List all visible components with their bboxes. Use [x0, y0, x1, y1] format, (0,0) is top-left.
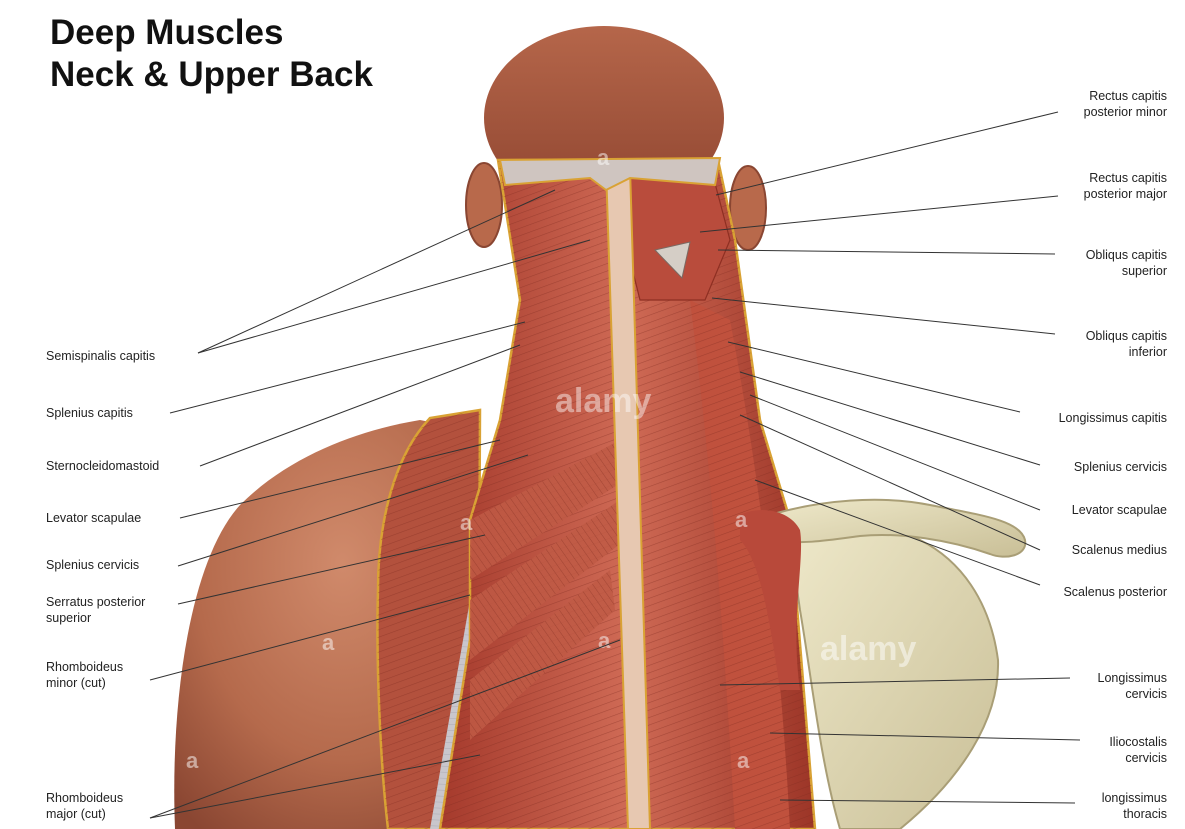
title-line-2: Neck & Upper Back [50, 54, 373, 96]
page-title: Deep Muscles Neck & Upper Back [50, 12, 373, 96]
label-rectus-capitis-posterior-major: Rectus capitis posterior major [1084, 170, 1167, 202]
label-semispinalis-capitis: Semispinalis capitis [46, 348, 155, 364]
leader-longissimus-capitis [728, 342, 1020, 412]
label-line: cervicis [1098, 686, 1167, 702]
watermark-a-1: a [597, 145, 610, 170]
label-levator-scapulae-right: Levator scapulae [1072, 502, 1167, 518]
label-iliocostalis-cervicis: Iliocostalis cervicis [1109, 734, 1167, 766]
title-line-1: Deep Muscles [50, 12, 373, 54]
label-line: Obliqus capitis [1086, 247, 1167, 263]
label-line: Rectus capitis [1084, 170, 1167, 186]
right-scapula [790, 525, 998, 829]
label-obliquus-capitis-inferior: Obliqus capitis inferior [1086, 328, 1167, 360]
label-splenius-cervicis-left: Splenius cervicis [46, 557, 139, 573]
watermark-a-5: a [598, 628, 611, 653]
label-scalenus-medius: Scalenus medius [1072, 542, 1167, 558]
label-line: thoracis [1102, 806, 1167, 822]
leader-splenius-capitis [170, 322, 525, 413]
label-line: longissimus [1102, 790, 1167, 806]
label-line: minor (cut) [46, 675, 123, 691]
watermark-a-7: a [737, 748, 750, 773]
leader-obliquus-inferior [712, 298, 1055, 334]
label-line: inferior [1086, 344, 1167, 360]
watermark-a-2: a [460, 510, 473, 535]
label-line: superior [1086, 263, 1167, 279]
label-levator-scapulae-left: Levator scapulae [46, 510, 141, 526]
label-line: Serratus posterior [46, 594, 145, 610]
leader-obliquus-superior [718, 250, 1055, 254]
watermark-a-6: a [186, 748, 199, 773]
label-line: superior [46, 610, 145, 626]
label-line: posterior major [1084, 186, 1167, 202]
label-sternocleidomastoid: Sternocleidomastoid [46, 458, 159, 474]
label-line: cervicis [1109, 750, 1167, 766]
leader-levator-right [750, 395, 1040, 510]
label-longissimus-cervicis: Longissimus cervicis [1098, 670, 1167, 702]
label-splenius-cervicis-right: Splenius cervicis [1074, 459, 1167, 475]
label-line: Obliqus capitis [1086, 328, 1167, 344]
label-rhomboideus-minor: Rhomboideus minor (cut) [46, 659, 123, 691]
left-ear [466, 163, 502, 247]
label-splenius-capitis: Splenius capitis [46, 405, 133, 421]
leader-rectus-minor [716, 112, 1058, 195]
label-line: Rhomboideus [46, 659, 123, 675]
label-line: Rhomboideus [46, 790, 123, 806]
label-obliquus-capitis-superior: Obliqus capitis superior [1086, 247, 1167, 279]
label-line: Iliocostalis [1109, 734, 1167, 750]
label-longissimus-capitis: Longissimus capitis [1059, 410, 1167, 426]
watermark-a-3: a [735, 507, 748, 532]
label-line: posterior minor [1084, 104, 1167, 120]
watermark-alamy-2: alamy [820, 630, 916, 668]
label-line: Longissimus [1098, 670, 1167, 686]
label-scalenus-posterior: Scalenus posterior [1063, 584, 1167, 600]
label-rectus-capitis-posterior-minor: Rectus capitis posterior minor [1084, 88, 1167, 120]
label-serratus-posterior-superior: Serratus posterior superior [46, 594, 145, 626]
label-line: major (cut) [46, 806, 123, 822]
label-rhomboideus-major: Rhomboideus major (cut) [46, 790, 123, 822]
label-longissimus-thoracis: longissimus thoracis [1102, 790, 1167, 822]
watermark-alamy-1: alamy [555, 382, 651, 420]
label-line: Rectus capitis [1084, 88, 1167, 104]
